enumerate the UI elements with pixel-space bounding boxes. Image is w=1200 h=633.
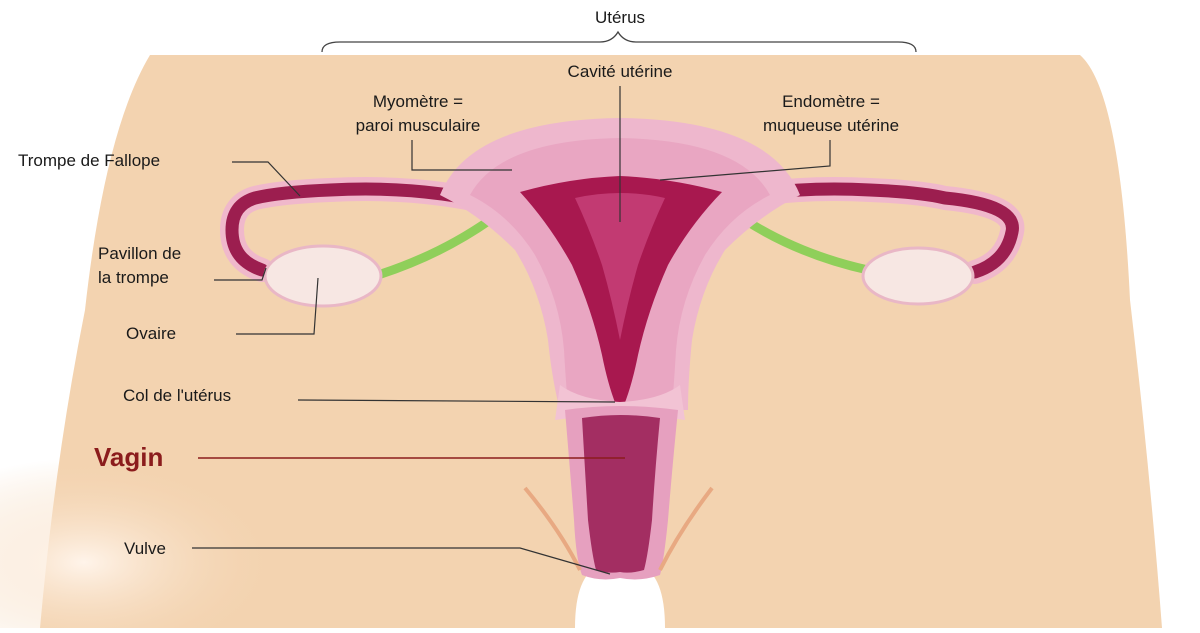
right-ovary xyxy=(861,246,975,306)
left-ovary xyxy=(263,244,383,308)
leader-endometre xyxy=(659,140,831,181)
leader-col xyxy=(297,399,616,403)
vulva-left-fold xyxy=(523,486,582,571)
uterine-cavity xyxy=(575,193,665,340)
label-endometre: Endomètre = muqueuse utérine xyxy=(722,90,940,138)
label-pavillon: Pavillon de la trompe xyxy=(98,242,181,290)
vaginal-canal xyxy=(582,415,660,573)
leader-trompe xyxy=(232,161,301,197)
label-pavillon-line2: la trompe xyxy=(98,268,169,287)
label-endometre-line1: Endomètre = xyxy=(782,92,880,111)
label-pavillon-line1: Pavillon de xyxy=(98,244,182,263)
label-ovaire: Ovaire xyxy=(126,324,177,343)
vulva-right-fold xyxy=(658,486,714,571)
label-uterus: Utérus xyxy=(594,8,646,27)
right-ovarian-ligament xyxy=(740,215,873,275)
label-trompe-de-fallope: Trompe de Fallope xyxy=(18,151,161,170)
leader-myometre xyxy=(411,140,512,171)
leader-ovaire xyxy=(236,277,319,335)
label-vulve: Vulve xyxy=(124,539,166,558)
uterus-brace xyxy=(321,30,917,53)
label-myometre-line2: paroi musculaire xyxy=(355,116,481,135)
leader-pavillon xyxy=(214,267,267,281)
leader-vulve xyxy=(192,547,611,575)
leader-lines xyxy=(192,86,831,575)
label-vagin: Vagin xyxy=(94,442,164,472)
label-cavite-uterine: Cavité utérine xyxy=(567,62,673,81)
label-col-uterus: Col de l'utérus xyxy=(123,386,232,405)
label-myometre-line1: Myomètre = xyxy=(372,92,464,111)
left-ovarian-ligament xyxy=(373,215,495,280)
label-myometre: Myomètre = paroi musculaire xyxy=(318,90,518,138)
label-endometre-line2: muqueuse utérine xyxy=(762,116,900,135)
